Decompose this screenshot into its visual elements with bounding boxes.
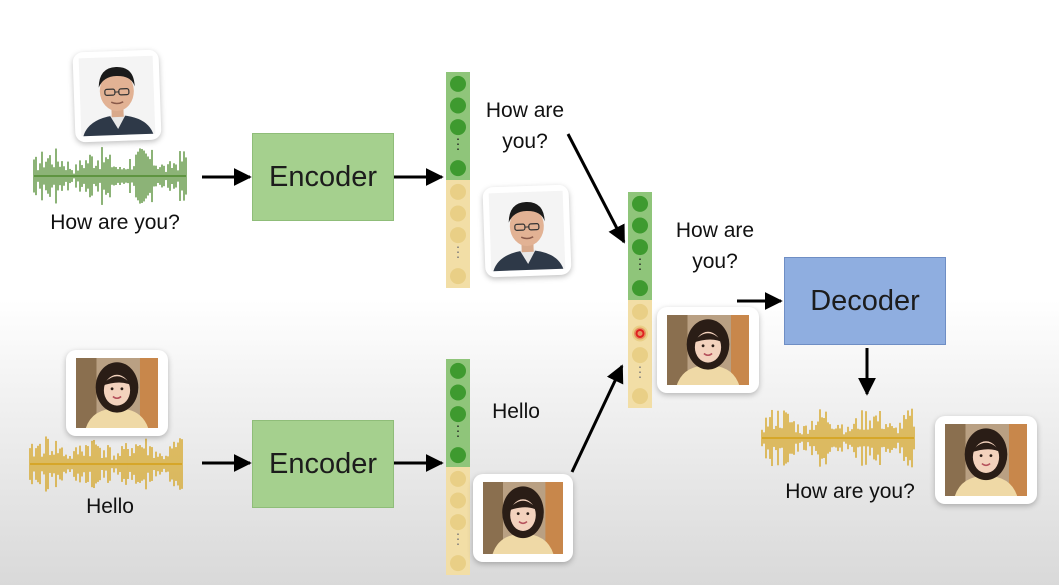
encoder-bottom-box: Encoder [252,420,394,508]
content-dot [450,406,466,423]
speaker-dot [632,303,648,320]
content-dot [450,384,466,401]
speaker-b-photo-card-3 [657,307,759,393]
content-dot [632,195,648,212]
woman-portrait-icon [76,358,158,428]
waveform-green-icon [33,147,187,205]
man-portrait-icon [488,190,566,272]
decoder-box: Decoder [784,257,946,345]
embedding-vector-top: ⋮⋮ [446,72,470,288]
speaker-b-photo-card-4 [935,416,1037,504]
arrow-icon [570,364,624,473]
speaker-dot [632,347,648,364]
woman-portrait-icon [945,424,1027,496]
ellipsis-icon: ⋮ [451,244,465,260]
ellipsis-icon: ⋮ [451,531,465,547]
speaker-dot [450,470,466,487]
content-caption-combined-line2: you? [692,250,738,273]
woman-portrait-icon [667,315,749,385]
speaker-dot [450,492,466,509]
content-caption-top-line1: How are [485,99,565,122]
input-caption-speaker-b: Hello [86,495,134,518]
speaker-a-photo-card [72,49,162,143]
man-portrait-icon [78,55,156,137]
speaker-dot [450,227,466,244]
arrow-icon [566,133,626,244]
content-caption-bottom: Hello [492,400,540,423]
selected-speaker-dot [632,325,648,342]
content-dot [632,217,648,234]
speaker-dot [450,205,466,222]
content-dot [450,75,466,92]
content-dot [450,160,466,177]
speaker-dot [450,268,466,285]
content-dot [632,239,648,256]
output-caption: How are you? [785,480,915,503]
ellipsis-icon: ⋮ [633,256,647,272]
content-dot [450,362,466,379]
content-dot [450,97,466,114]
content-caption-combined-line1: How are [675,219,755,242]
speaker-dot [450,514,466,531]
content-dot [450,447,466,464]
ellipsis-icon: ⋮ [633,364,647,380]
input-caption-speaker-a: How are you? [50,211,180,234]
speaker-b-photo-card [66,350,168,436]
content-dot [632,280,648,297]
speaker-a-photo-card-2 [482,184,572,278]
embedding-vector-bottom: ⋮⋮ [446,359,470,575]
speaker-dot [450,555,466,572]
encoder-top-box: Encoder [252,133,394,221]
ellipsis-icon: ⋮ [451,423,465,439]
speaker-dot [450,183,466,200]
ellipsis-icon: ⋮ [451,136,465,152]
woman-portrait-icon [483,482,563,554]
embedding-vector-combined: ⋮⋮ [628,192,652,408]
speaker-b-photo-card-2 [473,474,573,562]
waveform-output-icon [761,408,915,468]
content-dot [450,119,466,136]
waveform-gold-icon [29,436,183,492]
content-caption-top-line2: you? [502,130,548,153]
speaker-dot [632,388,648,405]
